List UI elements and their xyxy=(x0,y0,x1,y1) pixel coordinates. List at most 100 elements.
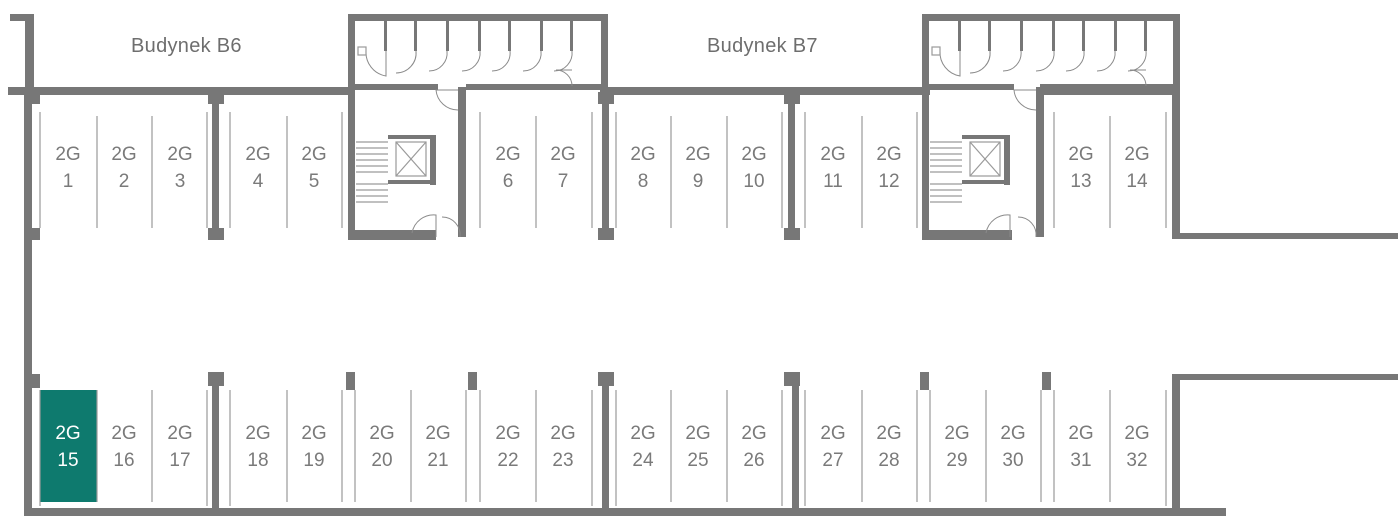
building-label-b6: Budynek B6 xyxy=(131,35,242,57)
spot-prefix: 2G xyxy=(111,144,137,165)
spot-number: 28 xyxy=(878,450,900,471)
spot-prefix: 2G xyxy=(741,423,767,444)
spot-number: 18 xyxy=(247,450,269,471)
spot-number: 9 xyxy=(692,171,704,192)
spot-dividers xyxy=(39,112,1167,506)
spot-prefix: 2G xyxy=(301,144,327,165)
spot-number: 19 xyxy=(303,450,325,471)
spot-number: 22 xyxy=(497,450,519,471)
storage-lockers-b7 xyxy=(930,21,1147,238)
spot-number: 12 xyxy=(878,171,900,192)
spot-number: 11 xyxy=(823,171,843,192)
spot-prefix: 2G xyxy=(245,144,271,165)
storage-lockers-b6 xyxy=(356,21,573,238)
spot-prefix: 2G xyxy=(495,423,521,444)
spot-prefix: 2G xyxy=(1124,144,1150,165)
spot-prefix: 2G xyxy=(820,144,846,165)
spot-number: 29 xyxy=(946,450,968,471)
spot-number: 17 xyxy=(169,450,191,471)
walls xyxy=(8,14,1398,516)
spot-number: 2 xyxy=(118,171,130,192)
spot-prefix: 2G xyxy=(630,423,656,444)
spot-number: 13 xyxy=(1070,171,1092,192)
spot-prefix: 2G xyxy=(55,144,81,165)
spot-number: 31 xyxy=(1070,450,1092,471)
spot-prefix: 2G xyxy=(550,423,576,444)
spot-number: 6 xyxy=(502,171,514,192)
spot-number: 1 xyxy=(62,171,74,192)
spot-number: 5 xyxy=(308,171,320,192)
spot-prefix: 2G xyxy=(876,144,902,165)
spot-number: 25 xyxy=(687,450,709,471)
spot-prefix: 2G xyxy=(495,144,521,165)
spot-number: 8 xyxy=(637,171,649,192)
spot-number: 10 xyxy=(743,171,765,192)
spot-number: 14 xyxy=(1126,171,1148,192)
spot-prefix: 2G xyxy=(944,423,970,444)
spot-number: 4 xyxy=(252,171,264,192)
spot-number: 24 xyxy=(632,450,654,471)
spot-prefix: 2G xyxy=(111,423,137,444)
spot-prefix: 2G xyxy=(876,423,902,444)
spot-prefix: 2G xyxy=(245,423,271,444)
spot-prefix: 2G xyxy=(301,423,327,444)
spot-number: 21 xyxy=(427,450,449,471)
spot-prefix: 2G xyxy=(741,144,767,165)
spot-prefix: 2G xyxy=(1124,423,1150,444)
spot-number: 16 xyxy=(113,450,135,471)
spot-number: 20 xyxy=(371,450,393,471)
spot-prefix: 2G xyxy=(55,423,81,444)
spot-prefix: 2G xyxy=(1068,423,1094,444)
spot-prefix: 2G xyxy=(1068,144,1094,165)
spot-number: 15 xyxy=(57,450,79,471)
spot-prefix: 2G xyxy=(425,423,451,444)
spot-number: 3 xyxy=(174,171,186,192)
spot-prefix: 2G xyxy=(1000,423,1026,444)
spot-prefix: 2G xyxy=(685,423,711,444)
spot-prefix: 2G xyxy=(369,423,395,444)
spot-prefix: 2G xyxy=(685,144,711,165)
spot-prefix: 2G xyxy=(167,144,193,165)
spot-prefix: 2G xyxy=(630,144,656,165)
spot-number: 23 xyxy=(552,450,574,471)
spot-prefix: 2G xyxy=(167,423,193,444)
spot-number: 30 xyxy=(1002,450,1024,471)
spot-prefix: 2G xyxy=(550,144,576,165)
selected-spot-highlight xyxy=(40,390,97,502)
spot-number: 27 xyxy=(822,450,844,471)
spot-prefix: 2G xyxy=(820,423,846,444)
